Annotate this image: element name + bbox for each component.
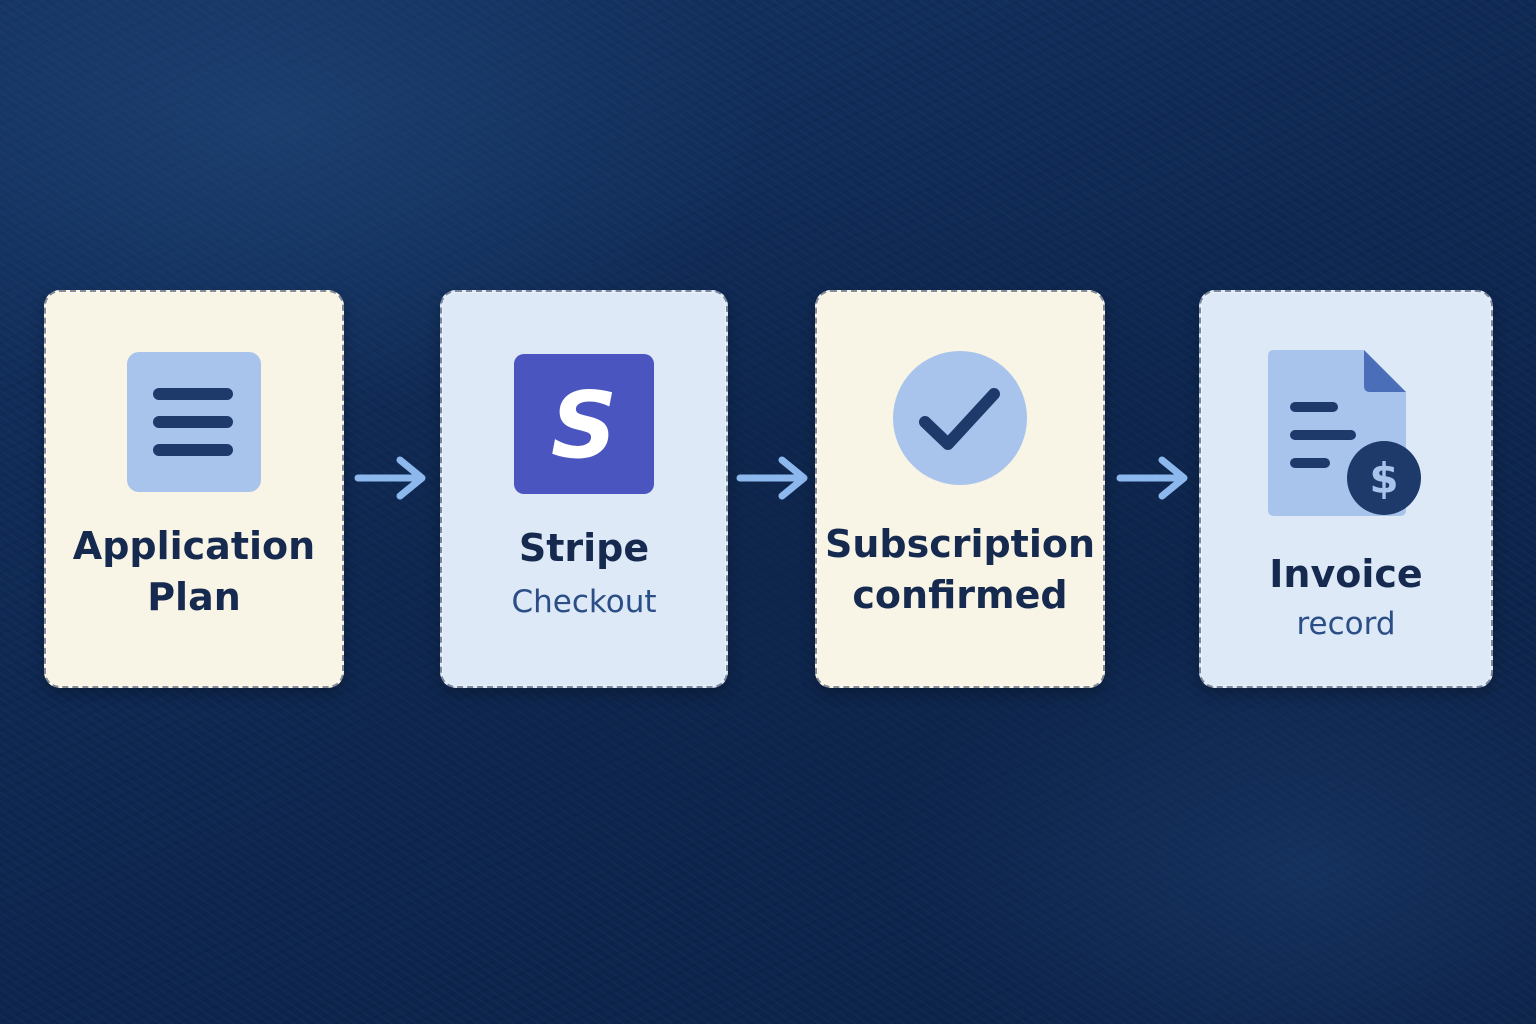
step-card-subscription-confirmed: Subscription confirmed	[815, 290, 1105, 688]
arrow-right-icon	[736, 456, 808, 500]
step-title-line-2: Plan	[147, 575, 241, 619]
step-title: Stripe	[518, 526, 650, 570]
checkmark-circle-icon	[893, 351, 1027, 485]
step-card-application-plan: Application Plan	[44, 290, 344, 688]
invoice-dollar-icon: $	[1268, 350, 1421, 516]
step-title-line-1: Subscription	[824, 522, 1096, 566]
svg-text:$: $	[1369, 454, 1398, 503]
step-title: Invoice	[1269, 552, 1423, 596]
step-card-stripe-checkout: S Stripe Checkout	[440, 290, 728, 688]
step-title-line-2: confirmed	[852, 573, 1068, 617]
stripe-s-icon: S	[514, 354, 654, 494]
step-card-invoice-record: $ Invoice record	[1199, 290, 1493, 688]
stripe-s-letter: S	[551, 372, 617, 479]
arrow-right-icon	[1116, 456, 1188, 500]
step-title-line-1: Application	[72, 524, 316, 568]
step-subtitle: record	[1296, 606, 1396, 642]
step-subtitle: Checkout	[511, 584, 657, 620]
arrow-right-icon	[354, 456, 426, 500]
document-lines-icon	[127, 352, 261, 492]
